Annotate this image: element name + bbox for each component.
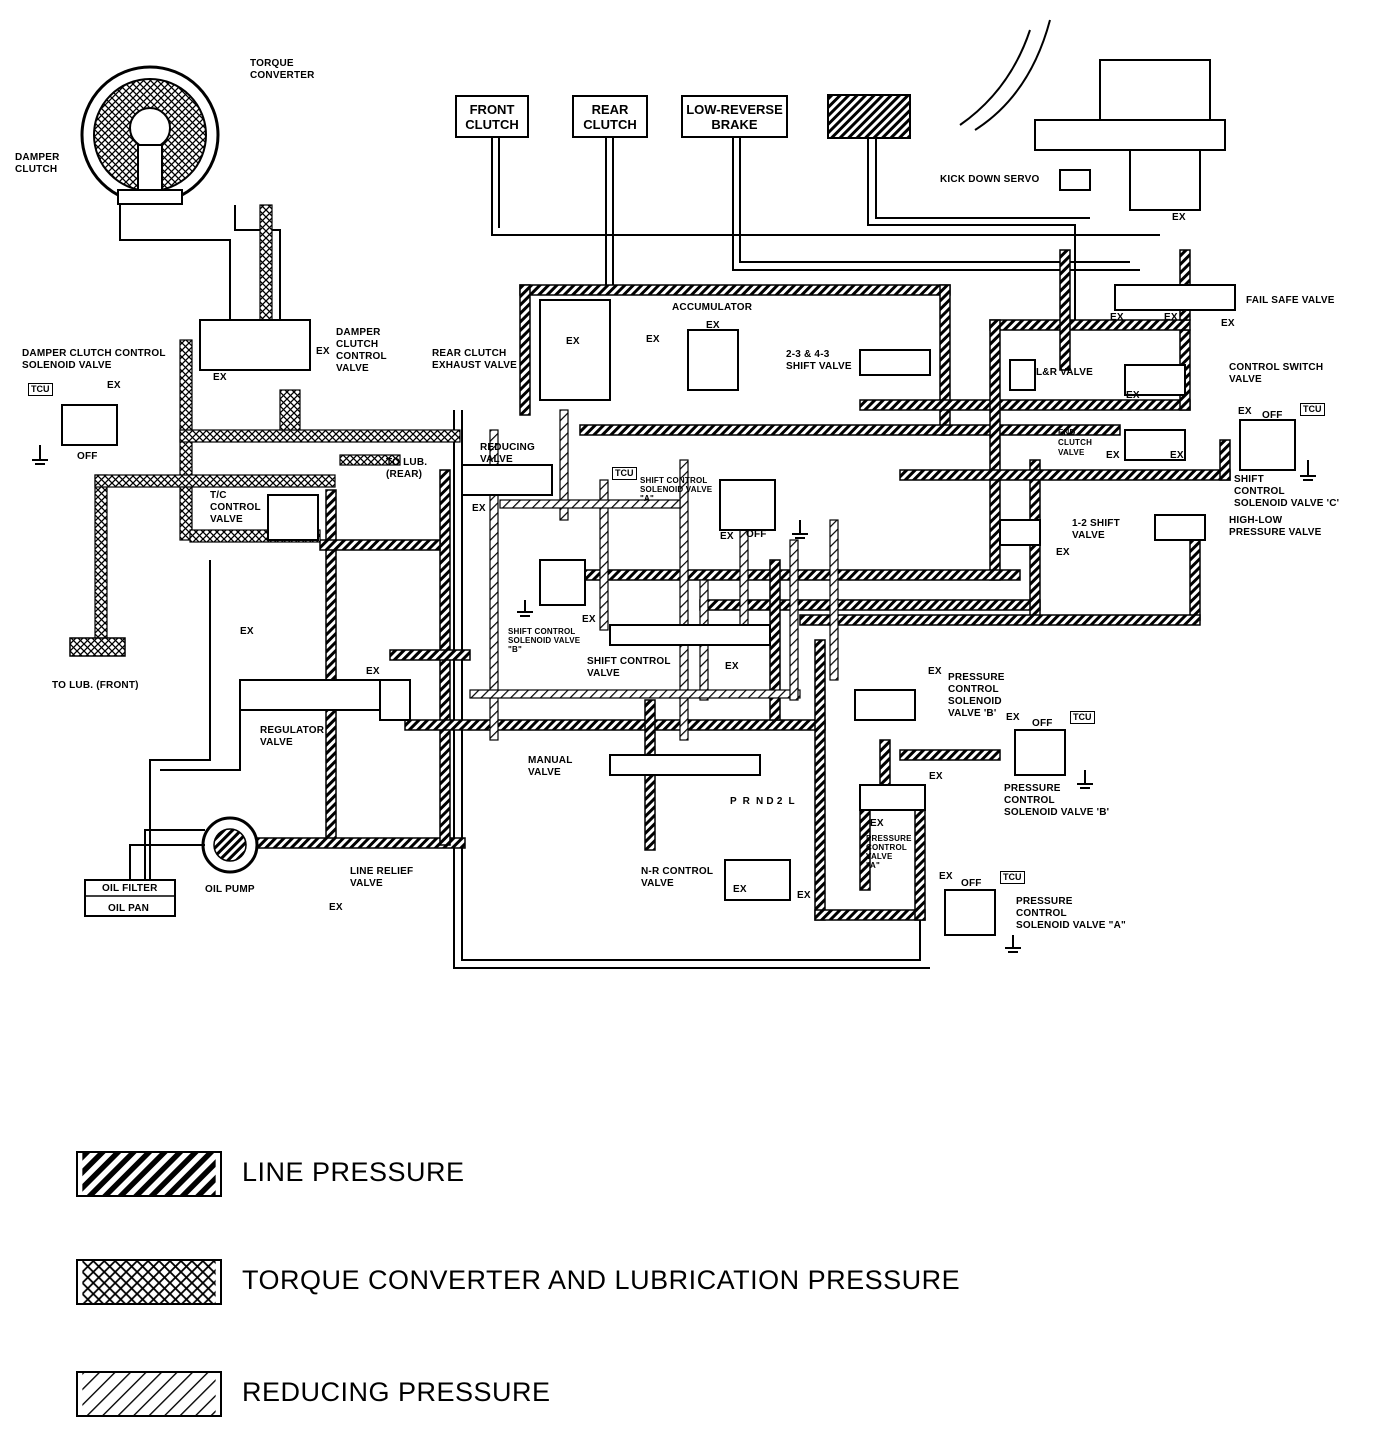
- tcu-tag: TCU: [1000, 871, 1025, 884]
- ex-label: EX: [240, 626, 254, 637]
- ex-label: EX: [733, 884, 747, 895]
- line-relief-valve-label: LINE RELIEF VALVE: [350, 866, 414, 889]
- off-label: OFF: [746, 529, 767, 540]
- low-reverse-brake-box: LOW-REVERSE BRAKE: [681, 95, 788, 138]
- off-label: OFF: [1262, 410, 1283, 421]
- hydraulic-circuit-diagram: [32, 19, 1316, 969]
- ex-label: EX: [366, 666, 380, 677]
- pressure-control-valve-a-label: PRESSURE CONTROL VALVE "A": [866, 834, 912, 870]
- end-clutch-valve-label: END CLUTCH VALVE: [1058, 428, 1093, 457]
- ex-label: EX: [706, 320, 720, 331]
- clutch-feed-lines: [119, 138, 1160, 969]
- legend-line-pressure: LINE PRESSURE: [76, 1151, 976, 1197]
- ex-label: EX: [929, 771, 943, 782]
- ex-label: EX: [725, 661, 739, 672]
- kick-down-servo-label: KICK DOWN SERVO: [940, 174, 1040, 185]
- ex-label: EX: [1106, 450, 1120, 461]
- ex-label: EX: [566, 336, 580, 347]
- oil-filter-label: OIL FILTER: [102, 883, 158, 894]
- nr-control-valve-label: N-R CONTROL VALVE: [641, 866, 714, 889]
- rear-clutch-exhaust-valve-label: REAR CLUTCH EXHAUST VALVE: [432, 348, 518, 371]
- ex-label: EX: [213, 372, 227, 383]
- oil-pump-label: OIL PUMP: [205, 884, 255, 895]
- ex-label: EX: [329, 902, 343, 913]
- ex-label: EX: [1056, 547, 1070, 558]
- accumulator-label: ACCUMULATOR: [672, 302, 753, 313]
- shift-control-valve-label: SHIFT CONTROL VALVE: [587, 656, 671, 679]
- ex-label: EX: [939, 871, 953, 882]
- oil-pump: [201, 816, 259, 874]
- to-lub-front-label: TO LUB. (FRONT): [52, 680, 139, 691]
- ex-label: EX: [1164, 312, 1178, 323]
- tc-lub-passages: [94, 204, 461, 641]
- control-switch-valve-label: CONTROL SWITCH VALVE: [1229, 362, 1324, 385]
- legend-text: LINE PRESSURE: [242, 1157, 465, 1187]
- to-lub-rear-label: TO LUB. (REAR): [386, 457, 428, 480]
- reducing-valve-label: REDUCING VALVE: [480, 442, 535, 465]
- ex-label: EX: [720, 531, 734, 542]
- regulator-valve-label: REGULATOR VALVE: [260, 725, 325, 748]
- ex-label: EX: [1170, 450, 1184, 461]
- ex-label: EX: [797, 890, 811, 901]
- legend-tc-lub-pressure: TORQUE CONVERTER AND LUBRICATION PRESSUR…: [76, 1259, 976, 1305]
- oil-pan-box: [84, 879, 176, 917]
- reducing-pressure-passages: [469, 409, 839, 741]
- manual-valve-label: MANUAL VALVE: [528, 755, 573, 778]
- front-clutch-box: FRONT CLUTCH: [455, 95, 529, 138]
- ex-label: EX: [870, 818, 884, 829]
- kick-down-box: [827, 94, 911, 139]
- reducing-pressure-swatch: [76, 1371, 222, 1417]
- tcu-tag: TCU: [28, 383, 53, 396]
- ex-label: EX: [107, 380, 121, 391]
- ex-label: EX: [582, 614, 596, 625]
- damper-clutch-control-solenoid-label: DAMPER CLUTCH CONTROL SOLENOID VALVE: [22, 348, 166, 371]
- ex-label: EX: [928, 666, 942, 677]
- fail-safe-valve-label: FAIL SAFE VALVE: [1246, 295, 1335, 306]
- off-label: OFF: [1032, 718, 1053, 729]
- shift-control-solenoid-a-label: SHIFT CONTROL SOLENOID VALVE "A": [640, 476, 713, 503]
- high-low-pressure-valve-label: HIGH-LOW PRESSURE VALVE: [1229, 515, 1322, 538]
- prnd2l-label: P R N D 2 L: [730, 796, 795, 807]
- lr-valve-label: L&R VALVE: [1036, 367, 1093, 378]
- line-pressure-swatch: [76, 1151, 222, 1197]
- off-label: OFF: [77, 451, 98, 462]
- front-lub-block: [69, 637, 126, 657]
- shift-control-solenoid-b-label: SHIFT CONTROL SOLENOID VALVE "B": [508, 627, 581, 654]
- tcu-tag: TCU: [1070, 711, 1095, 724]
- tcu-tag: TCU: [612, 467, 637, 480]
- pressure-control-solenoid-b-top-label: PRESSURE CONTROL SOLENOID VALVE 'B': [948, 672, 1005, 719]
- valve-bodies: [61, 284, 1296, 936]
- ex-label: EX: [1006, 712, 1020, 723]
- ex-label: EX: [646, 334, 660, 345]
- ground-symbols: [32, 445, 1316, 953]
- torque-converter-label: TORQUE CONVERTER: [250, 58, 315, 81]
- ex-label: EX: [1221, 318, 1235, 329]
- ex-label: EX: [1172, 212, 1186, 223]
- legend-text: REDUCING PRESSURE: [242, 1377, 551, 1407]
- tc-control-valve-label: T/C CONTROL VALVE: [210, 490, 261, 525]
- legend-text: TORQUE CONVERTER AND LUBRICATION PRESSUR…: [242, 1265, 961, 1295]
- pressure-control-solenoid-a-label: PRESSURE CONTROL SOLENOID VALVE "A": [1016, 896, 1126, 931]
- rear-clutch-box: REAR CLUTCH: [572, 95, 648, 138]
- damper-clutch-label: DAMPER CLUTCH: [15, 152, 60, 175]
- damper-clutch-control-valve-label: DAMPER CLUTCH CONTROL VALVE: [336, 327, 387, 374]
- pressure-control-solenoid-b-label: PRESSURE CONTROL SOLENOID VALVE 'B': [1004, 783, 1110, 818]
- tcu-tag: TCU: [1300, 403, 1325, 416]
- shift-control-solenoid-c-label: SHIFT CONTROL SOLENOID VALVE 'C': [1234, 474, 1340, 509]
- off-label: OFF: [961, 878, 982, 889]
- legend-reducing-pressure: REDUCING PRESSURE: [76, 1371, 976, 1417]
- shift-valve-23-43-label: 2-3 & 4-3 SHIFT VALVE: [786, 349, 852, 372]
- oil-pan-label: OIL PAN: [108, 903, 150, 914]
- ex-label: EX: [316, 346, 330, 357]
- ex-label: EX: [1110, 312, 1124, 323]
- tc-lub-pressure-swatch: [76, 1259, 222, 1305]
- ex-label: EX: [1238, 406, 1252, 417]
- suction-lines: [129, 560, 241, 880]
- ex-label: EX: [472, 503, 486, 514]
- torque-converter: [80, 65, 220, 205]
- kick-down-servo: [959, 19, 1226, 211]
- shift-valve-12-label: 1-2 SHIFT VALVE: [1072, 518, 1120, 541]
- ex-label: EX: [1126, 390, 1140, 401]
